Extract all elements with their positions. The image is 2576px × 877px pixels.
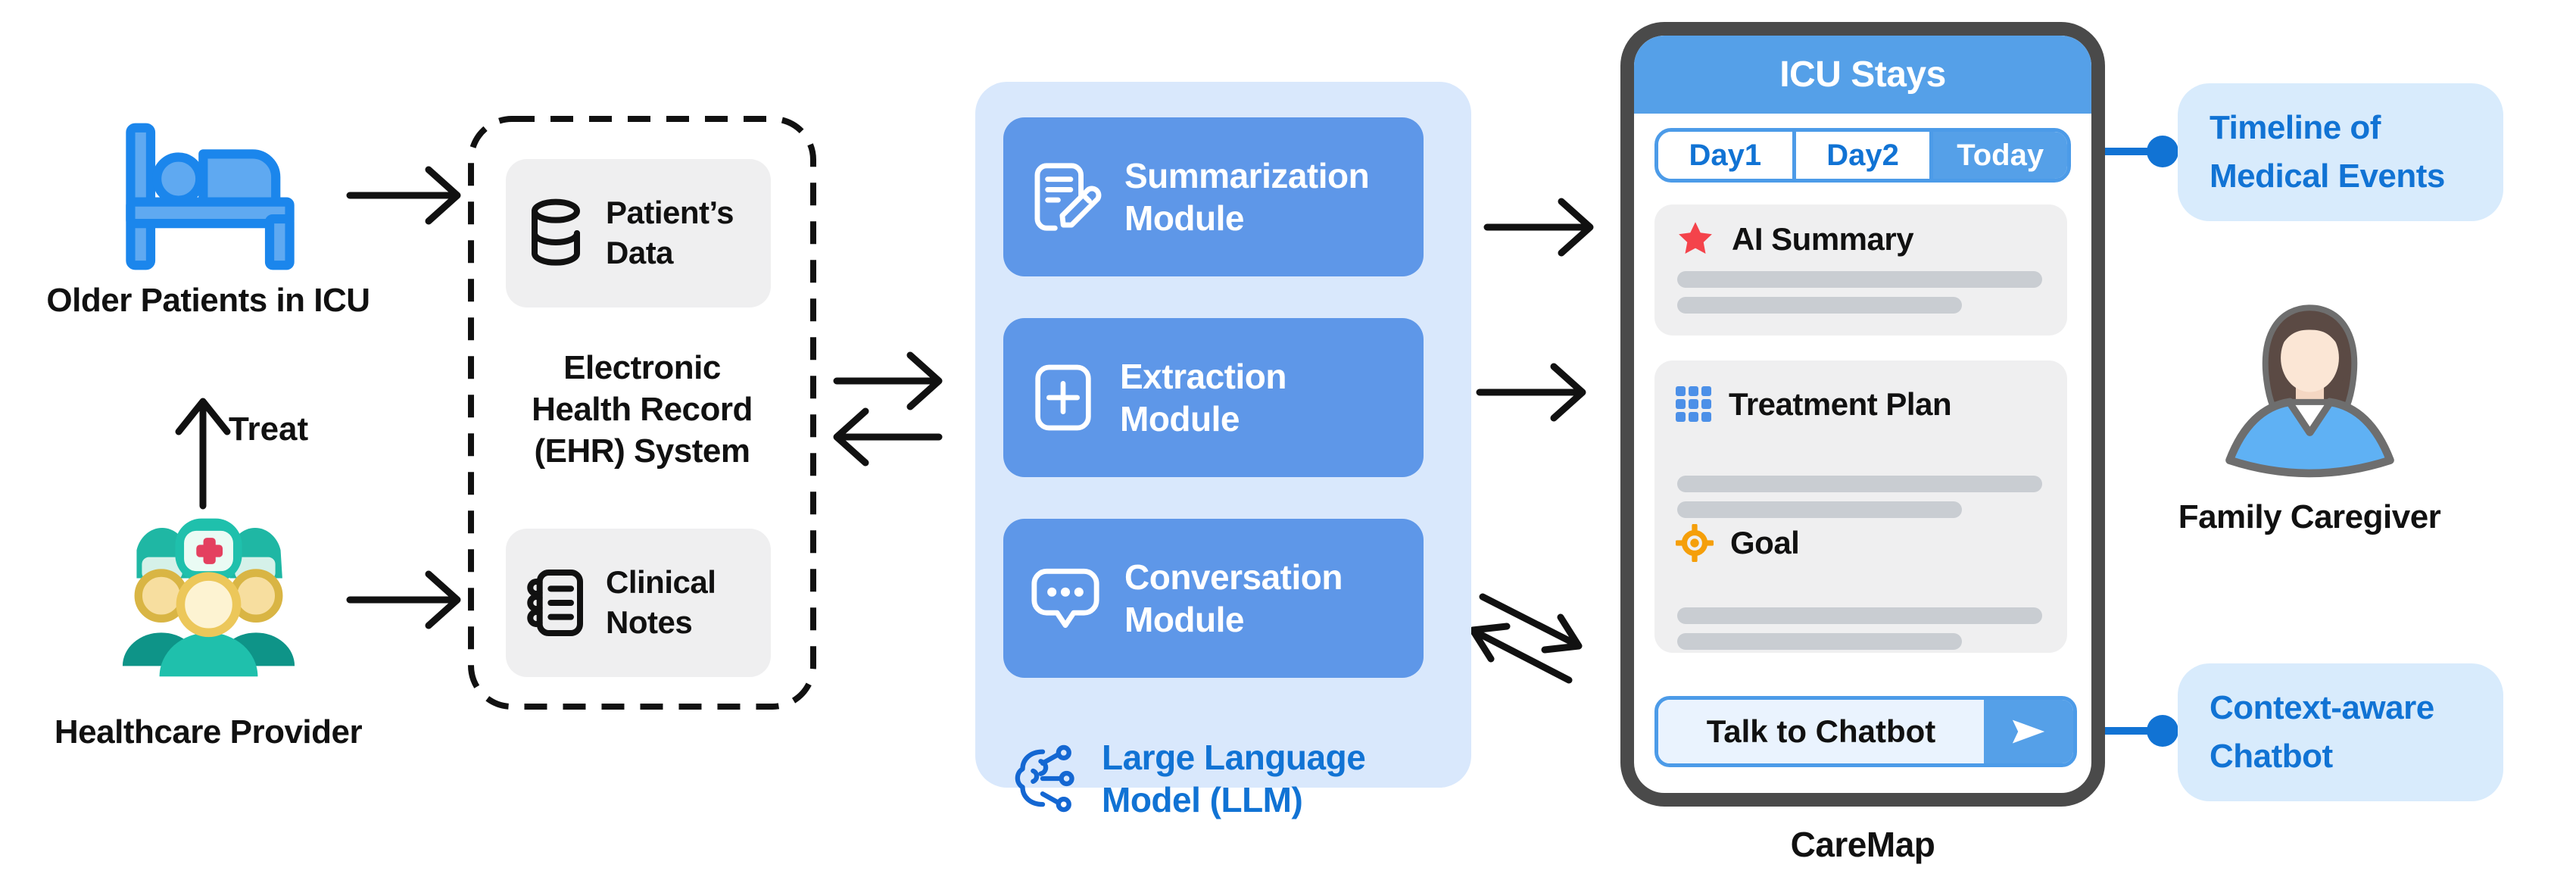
arrow-ehr-to-modules-icon — [833, 351, 943, 410]
patients-data-label: Patient’s Data — [606, 195, 734, 270]
arrow-summarization-to-phone-icon — [1483, 198, 1594, 257]
arrow-patients-to-ehr-icon — [346, 166, 461, 225]
treatment-goal-card: Treatment Plan Goal — [1654, 360, 2067, 653]
extraction-module-label: Extraction Module — [1120, 356, 1286, 438]
send-icon — [2012, 719, 2045, 744]
older-patients-label: Older Patients in ICU — [46, 282, 370, 319]
healthcare-provider-label: Healthcare Provider — [54, 713, 363, 751]
phone-header: ICU Stays — [1634, 36, 2091, 114]
clinical-notes-label: Clinical Notes — [606, 564, 716, 640]
arrow-modules-to-ehr-icon — [833, 407, 943, 467]
placeholder-bar — [1677, 633, 1962, 650]
arrow-provider-to-ehr-icon — [346, 570, 461, 629]
arrow-extraction-to-phone-icon — [1476, 363, 1586, 422]
treatment-plan-title: Treatment Plan — [1729, 386, 1952, 422]
chatbot-connector-dot — [2147, 715, 2178, 747]
plus-square-icon — [1035, 364, 1091, 431]
send-button[interactable] — [1984, 700, 2073, 763]
ehr-system-title: Electronic Health Record (EHR) System — [532, 349, 753, 470]
treat-label: Treat — [229, 410, 309, 448]
phone-header-title: ICU Stays — [1779, 55, 1946, 95]
placeholder-bar — [1677, 297, 1962, 314]
timeline-callout: Timeline of Medical Events — [2178, 83, 2503, 221]
document-edit-icon — [1034, 163, 1102, 231]
star-icon — [1679, 222, 1712, 254]
tab-day2[interactable]: Day2 — [1795, 132, 1934, 179]
extraction-module-box: Extraction Module — [1003, 318, 1424, 477]
llm-row: Large Language Model (LLM) — [1003, 688, 1450, 869]
tab-day1[interactable]: Day1 — [1658, 132, 1796, 179]
ai-summary-title: AI Summary — [1732, 221, 1914, 257]
summarization-module-box: Summarization Module — [1003, 117, 1424, 276]
talk-to-chatbot-button[interactable]: Talk to Chatbot — [1654, 696, 2077, 767]
timeline-connector-dot — [2147, 136, 2178, 167]
llm-label: Large Language Model (LLM) — [1102, 737, 1366, 819]
placeholder-bar — [1677, 607, 2042, 624]
day-tab-bar: Day1 Day2 Today — [1654, 128, 2071, 183]
arrow-treat-up-icon — [175, 398, 231, 510]
placeholder-bar — [1677, 271, 2042, 288]
healthcare-provider-icon — [122, 518, 295, 677]
caremap-phone: ICU Stays Day1 Day2 Today AI Summary — [1620, 22, 2105, 807]
caremap-label: CareMap — [1790, 825, 1935, 864]
chat-bubble-icon — [1031, 568, 1099, 629]
llm-brain-circuit-icon — [1015, 744, 1074, 813]
goal-target-icon — [1676, 524, 1714, 562]
hospital-bed-icon — [126, 123, 295, 270]
summarization-module-label: Summarization Module — [1124, 155, 1370, 238]
database-icon — [532, 198, 580, 266]
patients-data-card: Patient’s Data — [506, 159, 771, 307]
clinical-notes-card: Clinical Notes — [506, 529, 771, 677]
arrow-chat-to-conversation-icon — [1469, 623, 1573, 684]
context-chatbot-callout: Context-aware Chatbot — [2178, 663, 2503, 801]
llm-modules-container: Summarization Module Extraction Module — [975, 82, 1471, 819]
family-caregiver-label: Family Caregiver — [2178, 498, 2441, 535]
arrow-conversation-to-chat-icon — [1479, 593, 1583, 654]
goal-title: Goal — [1730, 525, 1800, 560]
placeholder-bar — [1677, 501, 1962, 518]
talk-to-chatbot-label[interactable]: Talk to Chatbot — [1658, 700, 1984, 763]
family-caregiver-icon — [2225, 304, 2394, 478]
placeholder-bar — [1677, 476, 2042, 492]
notebook-icon — [527, 570, 583, 636]
ehr-dashed-border — [468, 116, 816, 710]
ai-summary-card: AI Summary — [1654, 204, 2067, 336]
tab-today[interactable]: Today — [1933, 132, 2067, 179]
conversation-module-box: Conversation Module — [1003, 519, 1424, 678]
conversation-module-label: Conversation Module — [1124, 557, 1343, 639]
grid-icon — [1676, 386, 1711, 422]
